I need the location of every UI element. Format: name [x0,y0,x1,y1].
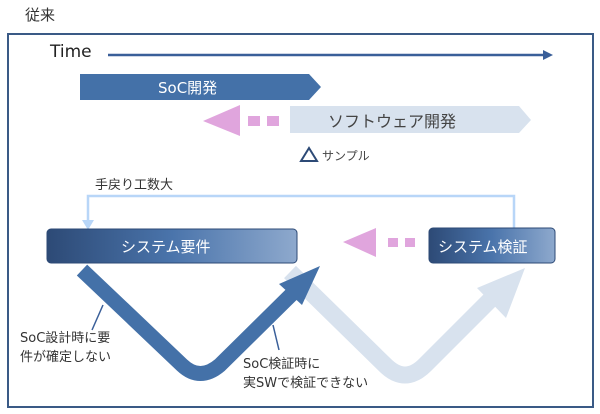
pink-dotted-arrow-bottom [343,228,415,257]
frame [7,33,594,408]
soc-dev-bar [80,74,321,100]
time-arrow [108,50,553,60]
time-label: Time [50,42,92,62]
system-requirements-box [46,228,298,264]
sample-triangle-icon [299,146,319,162]
note-design-line: 件が確定しない [20,350,112,365]
note-verify: SoC検証時に 実SWで検証できない [243,355,368,393]
soc-dev-label: SoC開発 [158,79,218,97]
note-verify-line: 実SWで検証できない [243,376,369,391]
light-v-arrow [284,265,525,384]
sample-label: サンプル [322,149,370,163]
feedback-arrow [82,194,516,230]
sw-dev-label: ソフトウェア開発 [328,112,457,131]
system-verification-label: システム検証 [438,238,528,256]
callout-line-design [91,304,104,331]
system-verification-box [428,227,556,264]
system-requirements-label: システム要件 [121,238,211,256]
heading: 従来 [25,6,56,24]
note-design: SoC設計時に要 件が確定しない [20,329,111,367]
sw-dev-bar [290,106,531,133]
pink-dotted-arrow-top [203,105,279,136]
rework-label: 手戻り工数大 [95,178,174,193]
callout-line-verify [272,324,280,351]
dark-v-arrow [76,264,320,381]
note-design-line: SoC設計時に要 [20,331,111,346]
note-verify-line: SoC検証時に [243,357,321,372]
